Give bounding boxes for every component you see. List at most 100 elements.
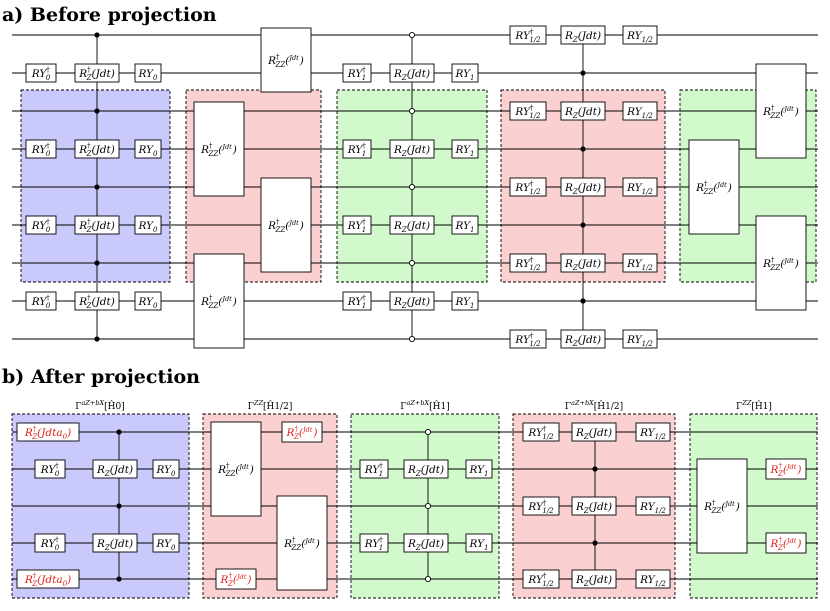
gate-ry1_dag (359, 459, 389, 479)
gate-rz_jdt (571, 569, 617, 589)
gate-label: R†Z​(Jdt) (78, 294, 115, 310)
gate-label: RY0​ (138, 144, 159, 158)
gate-label: RY†1​ (364, 462, 384, 478)
gate-label: RZ​(Jdt) (564, 258, 601, 272)
gate-label: R†ZZ​(Jdt​) (283, 536, 320, 552)
gate-label: RY†1​ (347, 142, 367, 158)
gate-label: RY1/2​ (626, 258, 653, 272)
gate-label: RY1​ (469, 464, 489, 478)
open-control-dot (408, 107, 416, 115)
gate-label: RZ​(Jdt) (564, 182, 601, 196)
gate-rz_jdt (403, 459, 449, 479)
open-control-dot (424, 575, 432, 583)
open-control-dot (408, 183, 416, 191)
control-dot (592, 540, 598, 546)
gate-label: RZ​(Jdt) (393, 220, 430, 234)
gate-label: RY†1​ (347, 66, 367, 82)
gate-ry0_dag (34, 459, 66, 479)
gate-label: RY0​ (138, 220, 159, 234)
gate-label: RZ​(Jdt) (575, 574, 612, 588)
gate-rz_dag_jdt2 (215, 568, 257, 590)
gate-rz_jdt (560, 329, 606, 349)
gate-ry0 (152, 533, 180, 553)
gate-label: RY1/2​ (626, 334, 653, 348)
gate-ry0 (134, 63, 162, 83)
control-dot (94, 260, 100, 266)
gate-rz_dag_jdt (74, 63, 120, 83)
gate-ryhalf_dag (509, 253, 547, 273)
gate-label: RZ​(Jdt) (393, 296, 430, 310)
section-b-heading: b) After projection (2, 366, 200, 388)
gate-label: RY0​ (138, 296, 159, 310)
gate-rz_jdt (560, 253, 606, 273)
block-label-4: ΓaZ+bX[Ĥ1/2] (565, 399, 623, 412)
open-control-dot (408, 335, 416, 343)
gate-ry1_dag (342, 63, 372, 83)
gate-ry1_dag (342, 215, 372, 235)
gate-label: RY1/2​ (626, 30, 653, 44)
control-dot (116, 429, 122, 435)
gate-ryhalf (635, 569, 671, 589)
control-dot (116, 503, 122, 509)
gate-ry1 (451, 291, 479, 311)
gate-label: RZ​(Jdt) (96, 538, 133, 552)
gate-label: RY†0​ (31, 142, 51, 158)
gate-ryhalf (622, 101, 658, 121)
gate-label: RY1​ (469, 538, 489, 552)
gate-label: RY†1​ (364, 536, 384, 552)
control-dot (580, 298, 586, 304)
gate-label: RZ​(Jdt) (407, 538, 444, 552)
gate-label: RY†0​ (40, 536, 60, 552)
open-control-dot (408, 259, 416, 267)
gate-rz_dag_jdt2 (281, 421, 323, 443)
gate-label: R†ZZ​(Jdt​) (200, 294, 237, 310)
gate-ryhalf_dag (509, 101, 547, 121)
gate-label: R†Z​(Jdt) (78, 142, 115, 158)
gate-rz_dag_jdt2 (765, 532, 807, 554)
gate-ry1 (451, 63, 479, 83)
gate-ryhalf (622, 177, 658, 197)
gate-label: RY1/2​ (639, 427, 666, 441)
gate-label: RY†0​ (40, 462, 60, 478)
gate-ry0 (134, 139, 162, 159)
gate-label: RY0​ (156, 464, 177, 478)
gate-ry0 (134, 215, 162, 235)
control-dot (94, 184, 100, 190)
gate-ry0 (134, 291, 162, 311)
section-a-heading: a) Before projection (2, 4, 217, 26)
gate-label: RY†1​ (347, 294, 367, 310)
gate-ryhalf (635, 422, 671, 442)
gate-rz_dag_jdta0 (16, 569, 80, 589)
gate-label: RZ​(Jdt) (564, 30, 601, 44)
control-dot (94, 336, 100, 342)
gate-rzz_dag_jdt2 (193, 253, 245, 349)
gate-ryhalf (622, 253, 658, 273)
gate-label: R†ZZ​(Jdt​) (267, 53, 304, 69)
gate-label: RY0​ (138, 68, 159, 82)
gate-label: RY1​ (455, 220, 475, 234)
gate-label: RY0​ (156, 538, 177, 552)
gate-rz_jdt (571, 496, 617, 516)
gate-rz_jdt (403, 533, 449, 553)
gate-rz_jdt (92, 533, 138, 553)
gate-ry1_dag (359, 533, 389, 553)
open-control-dot (408, 31, 416, 39)
gate-rzz_dag_jdt2 (688, 139, 740, 235)
gate-label: RY1​ (455, 296, 475, 310)
gate-label: RY†1/2​ (514, 180, 541, 196)
gate-rzz_dag_jdt2 (193, 101, 245, 197)
gate-ryhalf_dag (509, 177, 547, 197)
gate-ryhalf (622, 25, 658, 45)
gate-label: RY1/2​ (626, 106, 653, 120)
gate-label: RZ​(Jdt) (564, 106, 601, 120)
gate-rzz_dag_jdt2 (260, 177, 312, 273)
gate-label: R†Z​(Jdt) (78, 218, 115, 234)
gate-ry1_dag (342, 139, 372, 159)
gate-ryhalf_dag (522, 496, 560, 516)
gate-ry0_dag (25, 215, 57, 235)
gate-rzz_dag_jdt2 (260, 27, 312, 93)
gate-label: R†ZZ​(Jdt​) (695, 180, 732, 196)
block-label-3: ΓaZ+bX[Ĥ1] (400, 399, 450, 412)
gate-label: RY1/2​ (626, 182, 653, 196)
gate-label: RY†1/2​ (527, 425, 554, 441)
